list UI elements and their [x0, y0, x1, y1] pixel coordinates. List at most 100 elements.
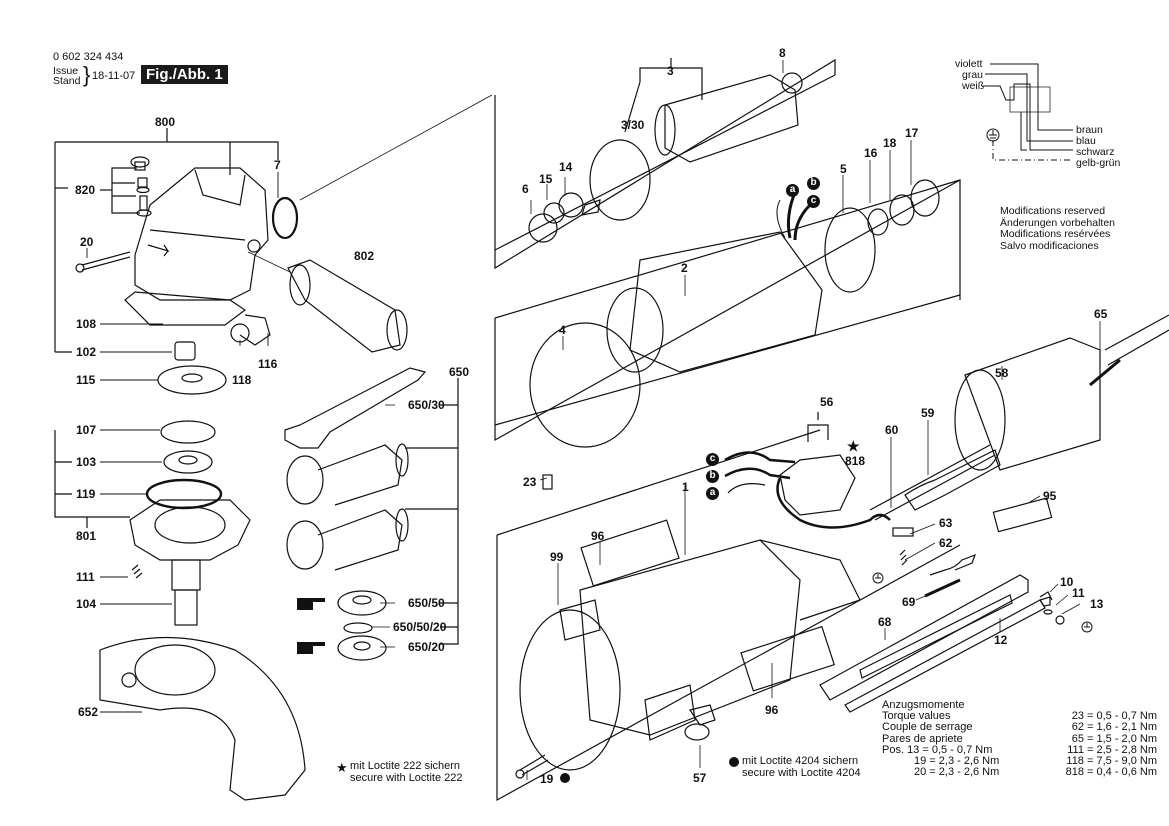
part-label-116[interactable]: 116	[258, 357, 278, 371]
wire-input-weiss: weiß	[962, 80, 985, 92]
part-label-8[interactable]: 8	[779, 46, 786, 60]
part-label-65[interactable]: 65	[1094, 307, 1108, 321]
motor-housing-frame	[496, 429, 961, 802]
wire-input-violett: violett	[955, 58, 983, 70]
torque-title-fr: Couple de serrage	[882, 721, 973, 734]
part-label-650-20[interactable]: 650/20	[408, 640, 445, 654]
torque-value-118: 118 = 7,5 - 9,0 Nm	[1066, 755, 1157, 768]
part-label-5[interactable]: 5	[840, 162, 847, 176]
vent-plug-drawing	[130, 156, 152, 217]
part-label-2[interactable]: 2	[681, 261, 688, 275]
wire-output-braun: braun	[1076, 124, 1103, 136]
wire-input-grau: grau	[962, 69, 984, 81]
part-label-107[interactable]: 107	[76, 423, 97, 437]
part-label-96-upper[interactable]: 96	[591, 529, 605, 543]
part-label-4[interactable]: 4	[559, 323, 566, 337]
part-label-20[interactable]: 20	[80, 235, 94, 249]
part-label-650-50-20[interactable]: 650/50/20	[393, 620, 447, 634]
torque-value-818: 818 = 0,4 - 0,6 Nm	[1065, 766, 1157, 779]
part-label-652[interactable]: 652	[78, 705, 99, 719]
part-label-57[interactable]: 57	[693, 771, 707, 785]
torque-value-13: Pos. 13 = 0,5 - 0,7 Nm	[882, 743, 993, 756]
dot-icon-loctite-4204	[560, 773, 570, 783]
part-label-650[interactable]: 650	[449, 365, 470, 379]
part-label-63[interactable]: 63	[939, 516, 953, 530]
part-label-60[interactable]: 60	[885, 423, 899, 437]
part-label-16[interactable]: 16	[864, 146, 878, 160]
part-label-69[interactable]: 69	[902, 595, 916, 609]
part-label-108[interactable]: 108	[76, 317, 97, 331]
part-label-102[interactable]: 102	[76, 345, 97, 359]
modifications-notice: Modifications reserved Änderungen vorbeh…	[1000, 205, 1115, 252]
part-label-3[interactable]: 3	[667, 64, 674, 78]
wire-output-schwarz: schwarz	[1076, 146, 1115, 158]
ground-symbols	[872, 572, 1093, 633]
wrench-symbols	[297, 598, 325, 654]
part-label-19[interactable]: 19	[540, 772, 554, 786]
part-label-13[interactable]: 13	[1090, 597, 1104, 611]
wire-output-blau: blau	[1076, 135, 1096, 147]
brace-icon: }	[83, 62, 91, 87]
part-label-1[interactable]: 1	[682, 480, 689, 494]
part-label-11[interactable]: 11	[1072, 586, 1085, 600]
wheel-guard-652-drawing	[99, 636, 306, 801]
wire-tag-a-switch: a	[706, 487, 719, 500]
wiring-schematic	[983, 63, 1073, 161]
cord-and-cover-drawing	[869, 314, 1169, 566]
field-coil-drawing	[529, 179, 940, 448]
part-label-14[interactable]: 14	[559, 160, 573, 174]
torque-value-62: 62 = 1,6 - 2,1 Nm	[1071, 721, 1157, 734]
part-label-12[interactable]: 12	[994, 633, 1008, 647]
part-label-650-50[interactable]: 650/50	[408, 596, 445, 610]
part-label-802[interactable]: 802	[354, 249, 375, 263]
part-label-3-30[interactable]: 3/30	[621, 118, 645, 132]
part-label-111[interactable]: 111	[76, 570, 95, 584]
wire-tag-c-switch: c	[706, 453, 719, 466]
wire-tag-c-top: c	[807, 195, 820, 208]
part-label-62[interactable]: 62	[939, 536, 953, 550]
torque-value-65: 65 = 1,5 - 2,0 Nm	[1071, 732, 1157, 745]
part-label-104[interactable]: 104	[76, 597, 97, 611]
torque-value-111: 111 = 2,5 - 2,8 Nm	[1067, 743, 1157, 756]
torque-title-de: Anzugsmomente	[882, 699, 965, 711]
wire-output-gelb-gruen: gelb-grün	[1076, 157, 1121, 169]
part-label-18[interactable]: 18	[883, 136, 897, 150]
part-label-58[interactable]: 58	[995, 366, 1009, 380]
stand-label: Stand	[53, 75, 81, 87]
part-label-7[interactable]: 7	[274, 158, 281, 172]
loctite-4204-en: secure with Loctite 4204	[742, 767, 861, 779]
carbon-brush-wires-drawing	[776, 189, 812, 241]
part-label-10[interactable]: 10	[1060, 575, 1074, 589]
part-label-17[interactable]: 17	[905, 126, 919, 140]
part-label-115[interactable]: 115	[76, 373, 96, 387]
part-label-68[interactable]: 68	[878, 615, 892, 629]
part-label-118[interactable]: 118	[232, 373, 252, 387]
part-label-95[interactable]: 95	[1043, 489, 1057, 503]
part-label-23[interactable]: 23	[523, 475, 537, 489]
part-label-820[interactable]: 820	[75, 183, 96, 197]
part-label-99[interactable]: 99	[550, 550, 564, 564]
loctite-222-note: mit Loctite 222 sichern secure with Loct…	[350, 760, 463, 784]
motor-housing-drawing	[519, 519, 861, 771]
part-label-818[interactable]: 818	[845, 454, 866, 468]
part-label-119[interactable]: 119	[76, 487, 96, 501]
wire-tag-a-top: a	[786, 184, 799, 197]
leader-lines-left	[86, 172, 279, 713]
part-label-96-lower[interactable]: 96	[765, 703, 779, 717]
part-label-103[interactable]: 103	[76, 455, 97, 469]
part-label-59[interactable]: 59	[921, 406, 935, 420]
armature-frame	[494, 58, 836, 270]
star-icon: ★	[847, 438, 860, 454]
leader-lines-right	[299, 94, 1101, 780]
screw-20-drawing	[75, 251, 131, 273]
part-label-56[interactable]: 56	[820, 395, 834, 409]
part-label-801[interactable]: 801	[76, 529, 97, 543]
part-label-650-30[interactable]: 650/30	[408, 398, 445, 412]
torque-title-en: Torque values	[882, 710, 951, 723]
switch-assembly-drawing	[776, 412, 891, 529]
issue-label: Issue	[53, 65, 79, 77]
part-label-800[interactable]: 800	[155, 115, 176, 129]
part-label-6[interactable]: 6	[522, 182, 529, 196]
part-label-15[interactable]: 15	[539, 172, 553, 186]
